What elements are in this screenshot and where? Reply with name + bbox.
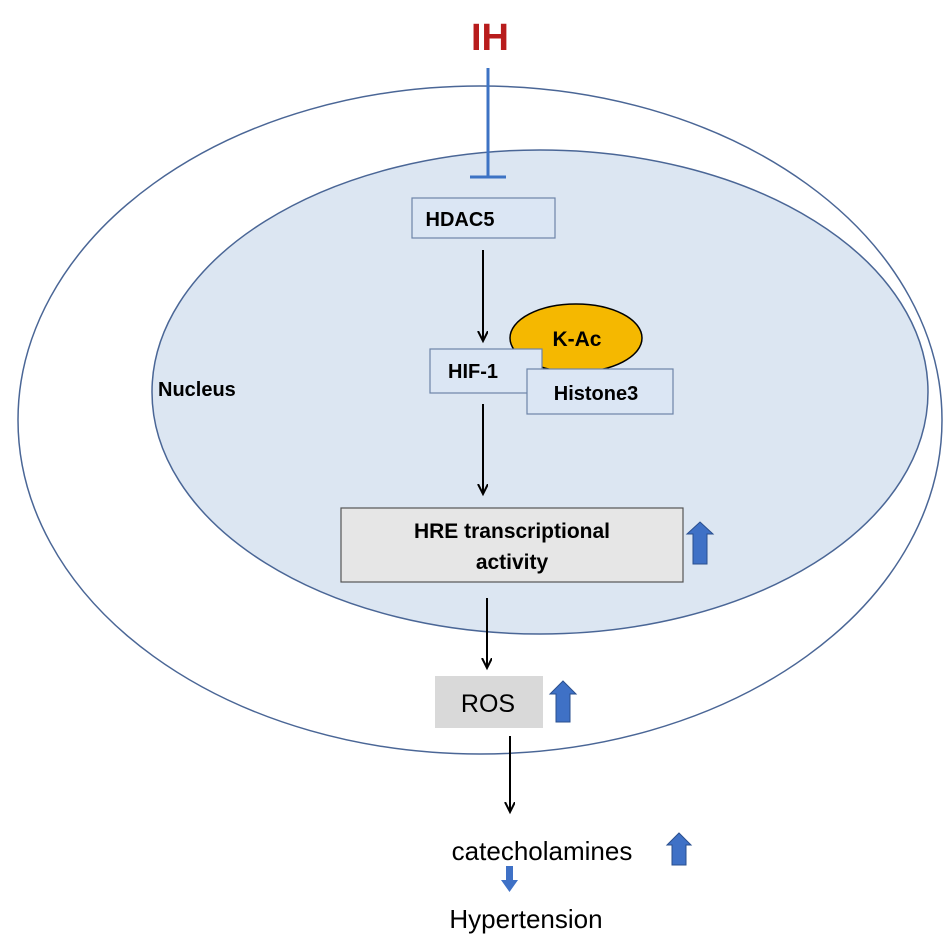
kac-label: K-Ac: [552, 328, 601, 351]
nucleus-label: Nucleus: [158, 379, 236, 401]
hypertension-down-arrow-icon: [501, 866, 518, 892]
stimulus-label: IH: [471, 17, 509, 59]
hre-label-line2: activity: [476, 551, 549, 574]
ros-label: ROS: [461, 690, 515, 718]
hre-up-arrow-icon: [685, 521, 715, 565]
hif1-label: HIF-1: [448, 361, 498, 383]
histone3-label: Histone3: [554, 383, 638, 405]
ros-box: [435, 676, 543, 728]
ros-up-arrow-icon: [548, 680, 578, 723]
catecholamines-up-arrow-icon: [665, 832, 693, 866]
hdac5-label: HDAC5: [426, 209, 495, 231]
hre-label-line1: HRE transcriptional: [414, 520, 610, 543]
histone3-box: [526, 368, 674, 415]
hdac5-box: [411, 197, 556, 239]
hre-box: [340, 507, 684, 583]
hypertension-label: Hypertension: [449, 904, 602, 934]
catecholamines-label: catecholamines: [452, 836, 633, 866]
cell-membrane: [17, 85, 943, 755]
